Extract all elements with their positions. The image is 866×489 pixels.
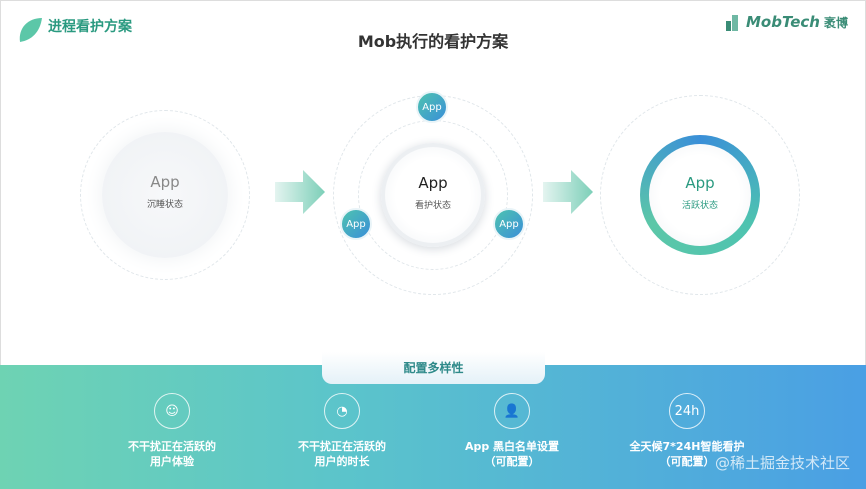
active-outer-ring — [600, 95, 800, 295]
app-label: App — [685, 174, 715, 192]
brand-name: MobTech — [745, 13, 820, 31]
feature-line1: 不干扰正在活跃的 — [128, 440, 216, 453]
feature-line2: 用户的时长 — [314, 455, 370, 468]
app-label: App — [418, 174, 448, 192]
feature-item: ◔ 不干扰正在活跃的 用户的时长 — [262, 393, 422, 469]
feature-item: 24h 全天候7*24H智能看护 （可配置） — [607, 393, 767, 469]
guard-state: App 看护状态 — [333, 174, 533, 211]
mobtech-logo-icon — [725, 15, 738, 31]
feature-line2: （可配置） — [659, 455, 715, 468]
watermark: @稀土掘金技术社区 — [714, 454, 850, 472]
satellite-app-right: App — [493, 208, 525, 240]
page-title: Mob执行的看护方案 — [357, 32, 509, 51]
feature-item: ☺ 不干扰正在活跃的 用户体验 — [92, 393, 252, 469]
brand-cn: 袤博 — [823, 15, 848, 30]
state-label: 活跃状态 — [681, 201, 718, 211]
24h-icon: 24h — [669, 393, 705, 429]
sleep-circle — [102, 132, 228, 258]
config-tab: 配置多样性 — [322, 352, 545, 384]
config-band — [0, 365, 866, 489]
leaf-logo-icon — [19, 18, 42, 42]
clock-icon: ◔ — [324, 393, 360, 429]
state-label: 看护状态 — [414, 201, 451, 211]
feature-line1: App 黑白名单设置 — [464, 440, 560, 453]
feature-line2: 用户体验 — [150, 455, 194, 468]
feature-line2: （可配置） — [484, 455, 540, 468]
arrow-right-icon — [543, 170, 593, 214]
state-label: 沉睡状态 — [146, 200, 183, 210]
brand-logo: MobTech 袤博 — [724, 13, 848, 31]
active-ring — [640, 135, 760, 255]
guard-circle — [381, 143, 485, 247]
feature-item: 👤 App 黑白名单设置 （可配置） — [432, 393, 592, 469]
smile-icon: ☺ — [154, 393, 190, 429]
section-title: 进程看护方案 — [48, 19, 132, 35]
satellite-app-left: App — [340, 208, 372, 240]
satellite-app-top: App — [416, 91, 448, 123]
feature-line1: 全天候7*24H智能看护 — [629, 440, 745, 453]
active-state: App 活跃状态 — [600, 174, 800, 211]
sleep-state: App 沉睡状态 — [65, 173, 265, 210]
feature-line1: 不干扰正在活跃的 — [298, 440, 386, 453]
app-label: App — [150, 173, 180, 191]
arrow-right-icon — [275, 170, 325, 214]
user-list-icon: 👤 — [494, 393, 530, 429]
sleep-outer-ring — [80, 110, 250, 280]
